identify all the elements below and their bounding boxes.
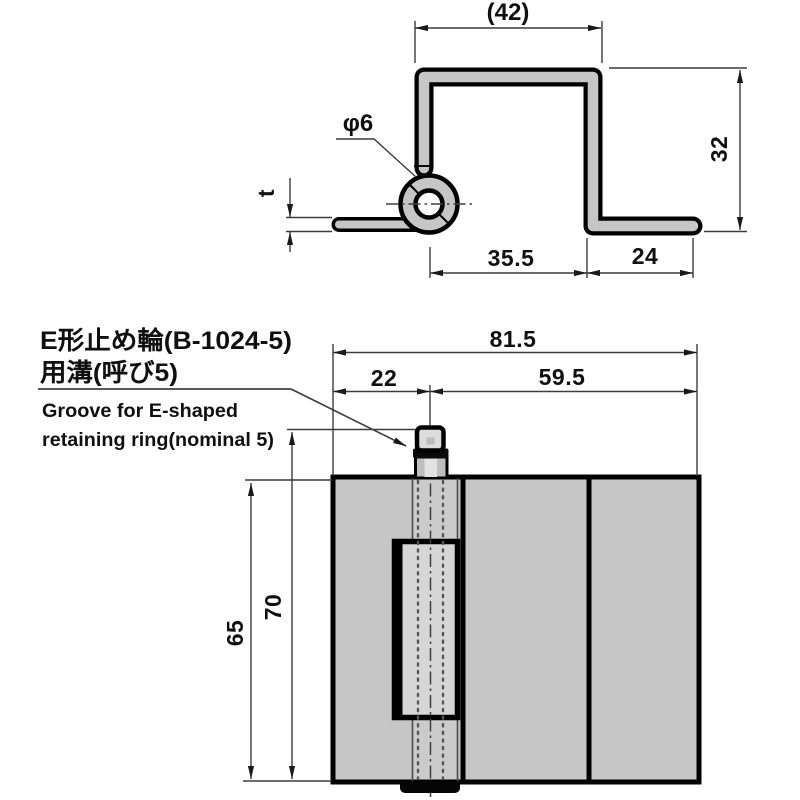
recess-cutout [391, 538, 461, 721]
annotation-jp-line2: 用溝(呼び5) [40, 359, 178, 387]
dim-label-42: (42) [487, 0, 530, 26]
pin-shaft-highlight [424, 458, 437, 477]
annotation-en-line2: retaining ring(nominal 5) [42, 430, 274, 451]
dim-thickness: t [253, 178, 332, 252]
dim-label-22: 22 [371, 365, 398, 391]
dim-bottom-row: 35.5 24 [429, 238, 694, 278]
phi6-leader-line [336, 138, 417, 178]
dim-label-35-5: 35.5 [488, 245, 535, 271]
groove-annotation: E形止め輪(B-1024-5) 用溝(呼び5) Groove for E-sha… [38, 326, 407, 451]
dim-overall-width: 81.5 [332, 326, 698, 476]
dim-overall-height: 70 [260, 428, 415, 779]
annotation-leader-line [290, 388, 407, 447]
pin-assembly [413, 425, 449, 480]
dim-label-24: 24 [632, 243, 659, 269]
hidden-pin-lines [416, 460, 445, 797]
pin-cap-mark [426, 437, 435, 445]
top-view: (42) 32 35.5 24 t φ6 [253, 0, 747, 278]
knuckle-bottom-cap [400, 781, 460, 793]
dim-label-70: 70 [260, 594, 286, 621]
annotation-en-line1: Groove for E-shaped [42, 401, 238, 422]
ring-tick-se [437, 212, 451, 226]
hat-profile [414, 67, 703, 236]
hinge-body [330, 474, 702, 785]
dim-label-t: t [253, 189, 279, 197]
dim-top-width: (42) [414, 0, 603, 63]
dim-label-59-5: 59.5 [539, 364, 586, 390]
dim-split-width: 22 59.5 [333, 364, 697, 425]
dim-label-65: 65 [222, 620, 248, 647]
dim-body-height: 65 [222, 479, 332, 782]
dim-label-81-5: 81.5 [490, 326, 537, 352]
dim-label-32: 32 [706, 136, 732, 163]
dim-label-phi6: φ6 [343, 110, 374, 137]
annotation-jp-line1: E形止め輪(B-1024-5) [40, 326, 292, 355]
front-view: 81.5 22 59.5 65 70 E形止め輪(B-1024-5) 用溝(呼び… [38, 326, 702, 797]
dim-side-height: 32 [609, 67, 747, 233]
ring-tick-nw [407, 182, 421, 196]
pin-diameter-callout: φ6 [336, 110, 417, 178]
